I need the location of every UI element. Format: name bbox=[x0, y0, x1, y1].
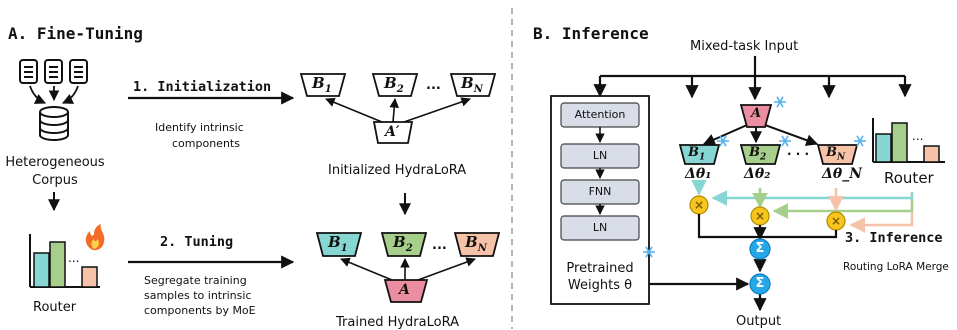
init-a-prime-label: A′ bbox=[385, 124, 400, 140]
delta-theta-n: Δθ_N bbox=[822, 166, 862, 182]
delta-to-multiply-lines bbox=[691, 179, 844, 212]
init-b2-label: B2 bbox=[384, 74, 404, 95]
corpus-label-line1: Heterogeneous bbox=[5, 155, 105, 170]
trained-b2-label: B2 bbox=[393, 233, 413, 254]
delta-theta-2: Δθ₂ bbox=[744, 166, 771, 182]
lora-a-shape bbox=[739, 104, 773, 128]
routing-weight-lines bbox=[711, 190, 914, 233]
pretrained-line1: Pretrained bbox=[566, 261, 634, 276]
trained-dots: ... bbox=[432, 238, 447, 253]
step1-label: 1. Initialization bbox=[133, 79, 272, 95]
output-label: Output bbox=[736, 314, 782, 329]
step2-label: 2. Tuning bbox=[160, 234, 234, 250]
merge-lines bbox=[649, 214, 838, 312]
svg-text:...: ... bbox=[912, 129, 923, 143]
corpus-label-line2: Corpus bbox=[32, 173, 78, 188]
svg-text:...: ... bbox=[68, 251, 79, 265]
inference-b1-label: B1 bbox=[688, 145, 706, 163]
trained-lora-arrows bbox=[340, 257, 476, 281]
step1-desc-line2: components bbox=[172, 137, 240, 150]
multiply-symbol-2: × bbox=[754, 209, 766, 223]
inference-b2-label: B2 bbox=[749, 145, 767, 163]
snowflake-icon-a bbox=[773, 96, 787, 108]
init-bn-label: BN bbox=[461, 74, 483, 95]
step3-label: 3. Inference bbox=[845, 230, 943, 246]
router-chart-left: ... bbox=[29, 234, 100, 288]
block-ln-2: LN bbox=[592, 221, 608, 234]
initialized-lora-shapes bbox=[299, 73, 497, 144]
a-to-b-arrows bbox=[702, 124, 819, 146]
step1-desc-line1: Identify intrinsic bbox=[155, 121, 244, 134]
fire-icon bbox=[85, 224, 105, 251]
documents-icon bbox=[19, 59, 88, 84]
lora-b-shapes bbox=[678, 144, 859, 165]
fine-tuning-title: A. Fine-Tuning bbox=[8, 24, 143, 43]
mixed-task-input-label: Mixed-task Input bbox=[690, 39, 799, 54]
step2-desc-line2: samples to intrinsic bbox=[144, 289, 252, 302]
sum-circles bbox=[749, 238, 771, 295]
step3-desc: Routing LoRA Merge bbox=[843, 261, 949, 273]
multiply-symbol-n: × bbox=[830, 214, 842, 228]
initialized-label: Initialized HydraLoRA bbox=[328, 163, 467, 178]
inference-a-label: A bbox=[751, 106, 762, 121]
pretrained-line2: Weights θ bbox=[567, 278, 633, 293]
init-dots: ... bbox=[426, 78, 441, 93]
initialized-lora-arrows bbox=[325, 97, 471, 123]
step2-desc-line1: Segregate training bbox=[144, 274, 247, 287]
trained-lora-shapes bbox=[315, 232, 501, 303]
trained-b1-label: B1 bbox=[328, 233, 348, 254]
input-distribution-lines bbox=[593, 56, 912, 101]
router-label-left: Router bbox=[33, 300, 77, 315]
database-icon bbox=[39, 106, 69, 141]
inference-bn-label: BN bbox=[826, 145, 846, 163]
doc-to-db-arrows bbox=[29, 85, 79, 104]
trained-label: Trained HydraLoRA bbox=[336, 315, 459, 330]
init-b1-label: B1 bbox=[312, 74, 332, 95]
inference-dots: · · · bbox=[787, 147, 810, 161]
router-chart-right: ... bbox=[872, 118, 945, 163]
block-attention: Attention bbox=[574, 108, 626, 121]
sum-symbol-1: Σ bbox=[755, 241, 765, 256]
block-ln-1: LN bbox=[592, 149, 608, 162]
multiply-symbol-1: × bbox=[693, 198, 705, 212]
inference-title: B. Inference bbox=[533, 24, 649, 43]
sum-symbol-2: Σ bbox=[755, 276, 765, 291]
trained-bn-label: BN bbox=[465, 233, 487, 254]
router-label-right: Router bbox=[884, 169, 934, 187]
block-fnn: FNN bbox=[588, 185, 612, 198]
trained-a-label: A bbox=[399, 282, 410, 298]
delta-theta-1: Δθ₁ bbox=[685, 166, 712, 182]
step2-desc-line3: components by MoE bbox=[144, 304, 256, 317]
